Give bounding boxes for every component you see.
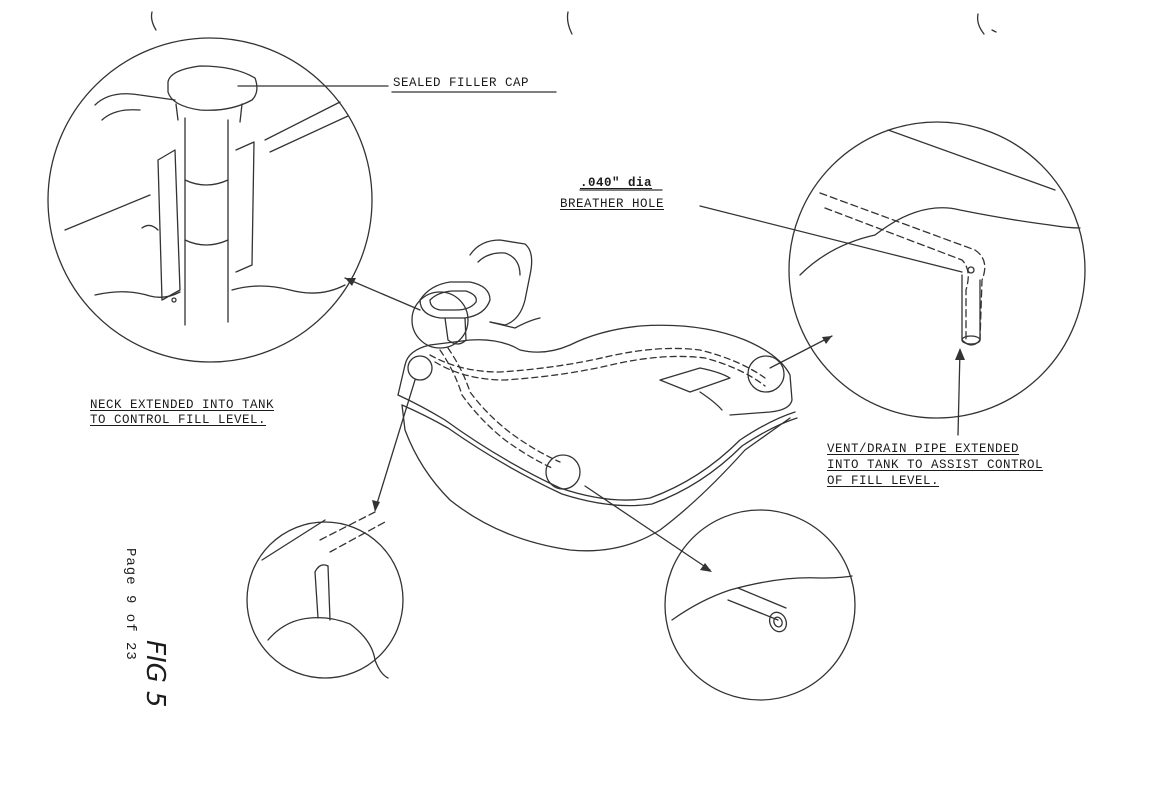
label-underlines (391, 91, 663, 191)
hole-diameter-label: .040" dia (580, 176, 653, 190)
detail-marker-circles (407, 291, 785, 490)
filler-cap-detail (47, 37, 373, 363)
vent-drain-label-line3: OF FILL LEVEL. (827, 474, 940, 488)
neck-section-detail (246, 511, 404, 679)
neck-extended-label-line2: TO CONTROL FILL LEVEL. (90, 413, 267, 427)
vent-drain-label-line1: VENT/DRAIN PIPE EXTENDED (827, 442, 1020, 456)
arrowheads (345, 278, 965, 572)
pipe-end-detail (664, 509, 856, 701)
fuel-tank (397, 324, 798, 552)
vent-drain-label-line2: INTO TANK TO ASSIST CONTROL (827, 458, 1044, 472)
leader-lines (237, 85, 963, 571)
breather-hole-label: BREATHER HOLE (560, 197, 665, 211)
figure-label: FIG 5 (140, 640, 170, 708)
neck-extended-label-line1: NECK EXTENDED INTO TANK (90, 398, 275, 412)
breather-hole-detail (788, 121, 1086, 419)
sealed-filler-cap-label: SEALED FILLER CAP (393, 76, 530, 90)
scan-marks (150, 11, 997, 35)
page-number: Page 9 of 23 (122, 548, 138, 661)
